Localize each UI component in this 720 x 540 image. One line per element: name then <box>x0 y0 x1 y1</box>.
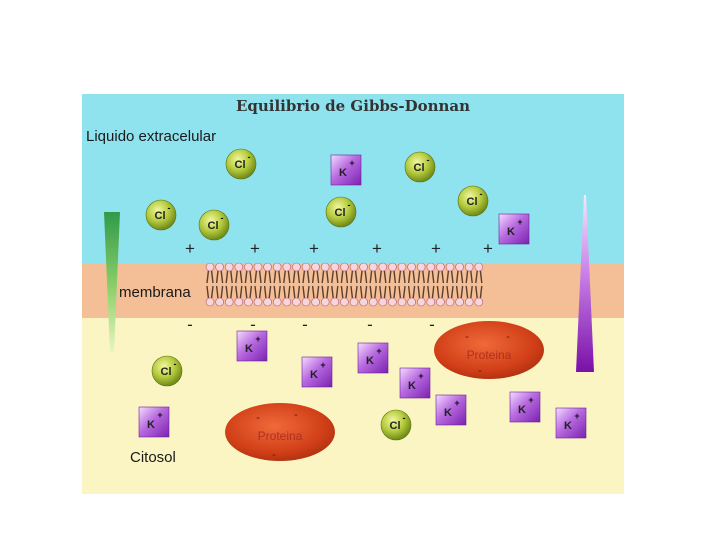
svg-text:+: + <box>255 334 260 344</box>
protein-1: Proteina - - - <box>434 321 544 379</box>
svg-text:K: K <box>507 226 515 238</box>
svg-text:K: K <box>518 404 526 416</box>
extracellular-label: Liquido extracelular <box>86 128 216 145</box>
chloride-ion: Cl- <box>380 409 412 441</box>
potassium-ion: K+ <box>138 406 170 438</box>
outer-plus-sign: + <box>372 239 382 258</box>
svg-text:K: K <box>147 419 155 431</box>
svg-text:Cl: Cl <box>390 420 401 432</box>
svg-text:-: - <box>478 365 482 377</box>
svg-text:-: - <box>248 152 251 162</box>
potassium-ion: K+ <box>555 407 587 439</box>
membrane-band <box>82 264 624 318</box>
svg-text:-: - <box>403 413 406 423</box>
chloride-ion: Cl- <box>457 185 489 217</box>
potassium-ion: K+ <box>301 356 333 388</box>
svg-text:K: K <box>339 167 347 179</box>
chloride-ion: Cl- <box>151 355 183 387</box>
potassium-ion: K+ <box>435 394 467 426</box>
svg-text:-: - <box>348 200 351 210</box>
potassium-ion: K+ <box>509 391 541 423</box>
outer-plus-sign: + <box>483 239 493 258</box>
chloride-ion: Cl- <box>225 148 257 180</box>
outer-charge-row: + + + + + + <box>185 239 493 258</box>
svg-text:K: K <box>245 343 253 355</box>
purple-gradient-wedge <box>576 195 594 372</box>
svg-text:Proteina: Proteina <box>258 429 303 443</box>
potassium-ion: K+ <box>330 154 362 186</box>
svg-text:K: K <box>444 407 452 419</box>
lipid-bilayer <box>205 262 484 307</box>
svg-text:Cl: Cl <box>335 207 346 219</box>
inner-minus-sign: - <box>187 315 193 334</box>
potassium-ion: K+ <box>236 330 268 362</box>
svg-text:-: - <box>506 331 510 343</box>
inner-minus-sign: - <box>302 315 308 334</box>
svg-text:Cl: Cl <box>161 366 172 378</box>
svg-text:Cl: Cl <box>208 220 219 232</box>
svg-text:Proteina: Proteina <box>467 348 512 362</box>
svg-text:-: - <box>480 189 483 199</box>
protein-2: Proteina - - - <box>225 403 335 461</box>
svg-text:Cl: Cl <box>155 210 166 222</box>
svg-text:+: + <box>349 158 354 168</box>
chloride-ion: Cl- <box>325 196 357 228</box>
outer-plus-sign: + <box>431 239 441 258</box>
chloride-ion: Cl- <box>198 209 230 241</box>
potassium-ion: K+ <box>399 367 431 399</box>
svg-text:-: - <box>427 155 430 165</box>
svg-text:-: - <box>272 449 276 461</box>
svg-text:+: + <box>574 411 579 421</box>
chloride-ion: Cl- <box>145 199 177 231</box>
potassium-ion: K+ <box>498 213 530 245</box>
outer-plus-sign: + <box>250 239 260 258</box>
svg-text:Cl: Cl <box>467 196 478 208</box>
svg-text:-: - <box>221 213 224 223</box>
svg-text:+: + <box>528 395 533 405</box>
chloride-ion: Cl- <box>404 151 436 183</box>
svg-text:-: - <box>465 331 469 343</box>
inner-minus-sign: - <box>250 315 256 334</box>
green-gradient-wedge <box>104 212 120 352</box>
membrane-label: membrana <box>119 284 191 301</box>
inner-charge-row: ----- <box>187 315 435 334</box>
potassium-ion: K+ <box>357 342 389 374</box>
chloride-ions: Cl-Cl-Cl-Cl-Cl-Cl-Cl-Cl- <box>145 148 489 441</box>
svg-text:-: - <box>174 359 177 369</box>
svg-text:K: K <box>310 369 318 381</box>
diagram-title: Equilibrio de Gibbs-Donnan <box>236 97 470 115</box>
outer-plus-sign: + <box>309 239 319 258</box>
svg-text:+: + <box>418 371 423 381</box>
svg-text:-: - <box>168 203 171 213</box>
svg-text:K: K <box>408 380 416 392</box>
svg-text:Cl: Cl <box>414 162 425 174</box>
svg-text:+: + <box>517 217 522 227</box>
svg-text:-: - <box>294 409 298 421</box>
inner-minus-sign: - <box>367 315 373 334</box>
svg-text:-: - <box>256 412 260 424</box>
svg-text:K: K <box>564 420 572 432</box>
svg-text:+: + <box>320 360 325 370</box>
svg-text:K: K <box>366 355 374 367</box>
svg-text:+: + <box>454 398 459 408</box>
outer-plus-sign: + <box>185 239 195 258</box>
svg-text:+: + <box>376 346 381 356</box>
svg-text:+: + <box>157 410 162 420</box>
svg-text:Cl: Cl <box>235 159 246 171</box>
cytosol-label: Citosol <box>130 449 176 466</box>
potassium-ions: K+K+K+K+K+K+K+K+K+K+ <box>138 154 587 439</box>
inner-minus-sign: - <box>429 315 435 334</box>
